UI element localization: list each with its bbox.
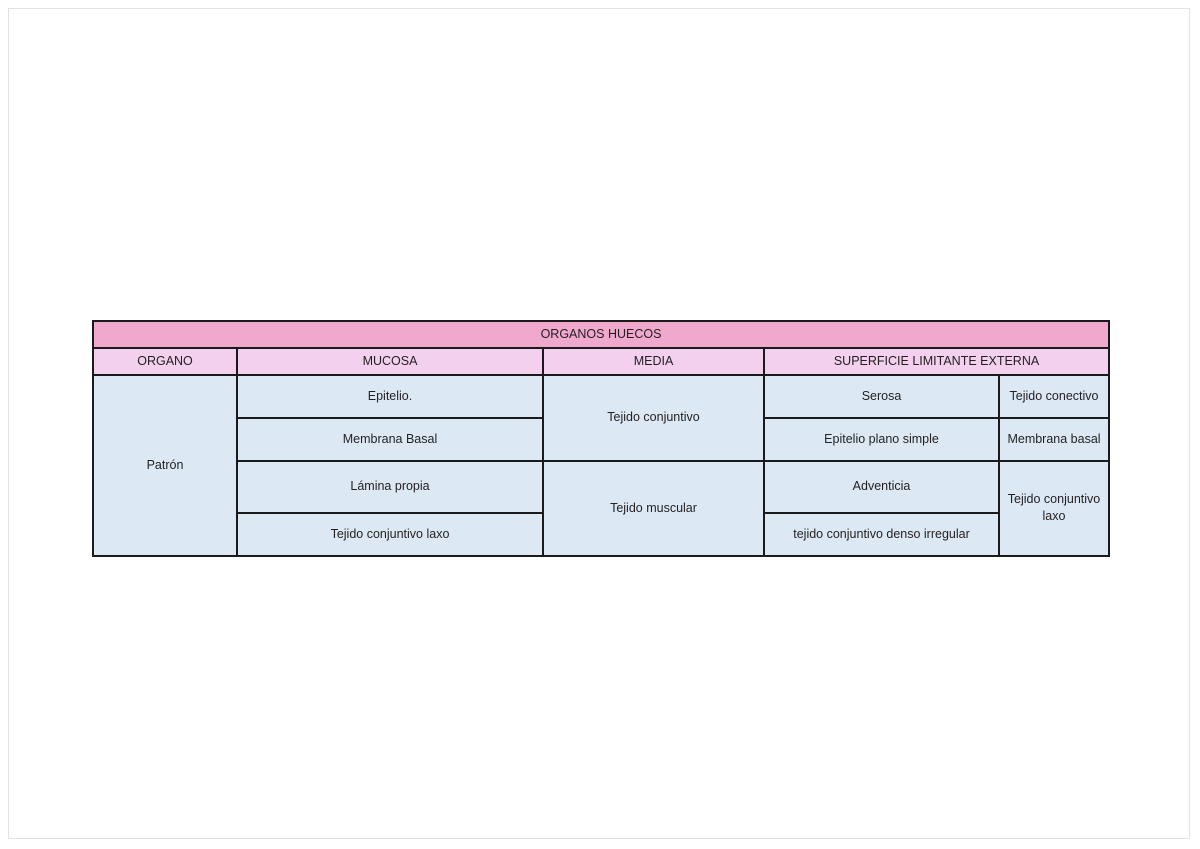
table-row: Tejido conjuntivo laxo tejido conjuntivo… (93, 511, 1109, 557)
table-header-row: ORGANO MUCOSA MEDIA SUPERFICIE LIMITANTE… (92, 346, 1111, 376)
cell-mucosa-3: Lámina propia (236, 459, 544, 514)
organos-huecos-table-container: ORGANOS HUECOS ORGANO MUCOSA MEDIA SUPER… (91, 320, 1111, 557)
cell-sle-primary-3: Adventicia (763, 459, 1000, 514)
cell-mucosa-4: Tejido conjuntivo laxo (236, 511, 544, 557)
column-header-media: MEDIA (542, 346, 765, 376)
table-title-row: ORGANOS HUECOS (91, 320, 1111, 349)
cell-mucosa-2: Membrana Basal (236, 416, 544, 462)
cell-sle-primary-1: Serosa (763, 373, 1000, 419)
cell-sle-secondary-2: Membrana basal (997, 416, 1111, 462)
cell-sle-primary-4: tejido conjuntivo denso irregular (763, 511, 1000, 557)
cell-sle-secondary-1: Tejido conectivo (997, 373, 1111, 419)
column-header-organo: ORGANO (92, 346, 238, 376)
cell-sle-secondary-3: Tejido conjuntivo laxo (997, 459, 1111, 557)
organos-huecos-table: ORGANOS HUECOS ORGANO MUCOSA MEDIA SUPER… (91, 320, 1111, 557)
table-title: ORGANOS HUECOS (91, 320, 1111, 349)
table-row: Lámina propia Tejido muscular Adventicia… (93, 459, 1111, 557)
column-header-mucosa: MUCOSA (236, 346, 544, 376)
table-row: Membrana Basal Epitelio plano simple Mem… (93, 416, 1111, 462)
cell-media-2: Tejido muscular (542, 459, 765, 557)
cell-media-1: Tejido conjuntivo (542, 373, 765, 462)
cell-sle-primary-2: Epitelio plano simple (763, 416, 1000, 462)
cell-organo-patron: Patrón (92, 373, 238, 557)
table-row: Patrón Epitelio. Tejido conjuntivo Seros… (92, 373, 1111, 557)
cell-mucosa-1: Epitelio. (236, 373, 544, 419)
column-header-superficie-limitante-externa: SUPERFICIE LIMITANTE EXTERNA (762, 346, 1111, 376)
